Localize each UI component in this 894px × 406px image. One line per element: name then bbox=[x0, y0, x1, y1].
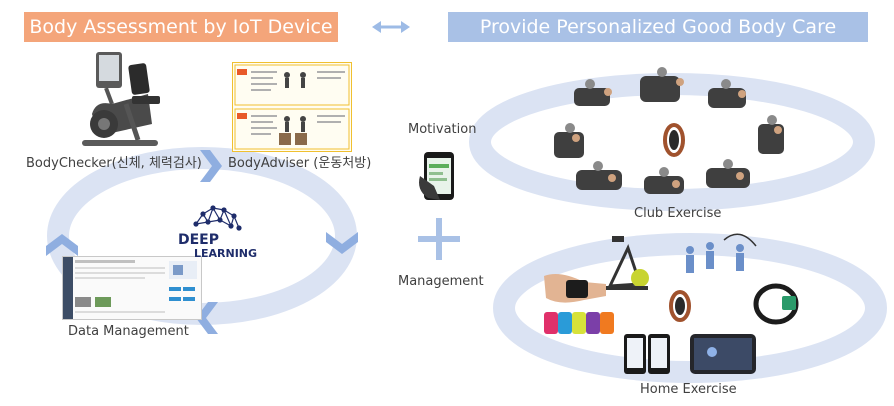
body-adviser-label: BodyAdviser (운동처방) bbox=[228, 156, 372, 171]
smartphone-app-icon bbox=[419, 152, 454, 200]
body-adviser-document-image bbox=[232, 62, 352, 152]
wearable-band-icon bbox=[663, 123, 685, 157]
right-banner: Provide Personalized Good Body Care Solu… bbox=[448, 12, 868, 68]
plus-icon bbox=[418, 218, 460, 260]
club-exercise-machines-image bbox=[554, 67, 784, 194]
deep-learning-line2: LEARNING bbox=[194, 247, 258, 260]
right-banner-title: Provide Personalized Good Body Care Solu… bbox=[479, 16, 837, 68]
home-exercise-ring bbox=[493, 233, 887, 383]
cycle-chevron-right-icon bbox=[326, 232, 358, 254]
deep-learning-network-icon bbox=[193, 205, 242, 231]
cycle-chevron-top-icon bbox=[200, 150, 222, 182]
deep-learning-line1: DEEP bbox=[178, 232, 220, 248]
management-label: Management bbox=[398, 274, 484, 289]
cycle-chevron-left-icon bbox=[46, 234, 78, 256]
left-banner: Body Assessment by IoT Device bbox=[24, 12, 338, 42]
home-exercise-items-image bbox=[544, 233, 799, 374]
body-checker-label: BodyChecker(신체, 체력검사) bbox=[26, 156, 202, 171]
body-checker-bike-image bbox=[82, 52, 160, 146]
home-exercise-label: Home Exercise bbox=[640, 382, 737, 397]
left-banner-title: Body Assessment by IoT Device bbox=[29, 16, 333, 38]
data-management-label: Data Management bbox=[68, 324, 189, 339]
data-management-screenshot-image bbox=[62, 256, 202, 320]
motivation-label: Motivation bbox=[408, 122, 477, 137]
deep-learning-logo: DEEP LEARNING bbox=[178, 232, 258, 260]
club-exercise-label: Club Exercise bbox=[634, 206, 722, 221]
bidirectional-arrow-icon bbox=[372, 21, 410, 33]
